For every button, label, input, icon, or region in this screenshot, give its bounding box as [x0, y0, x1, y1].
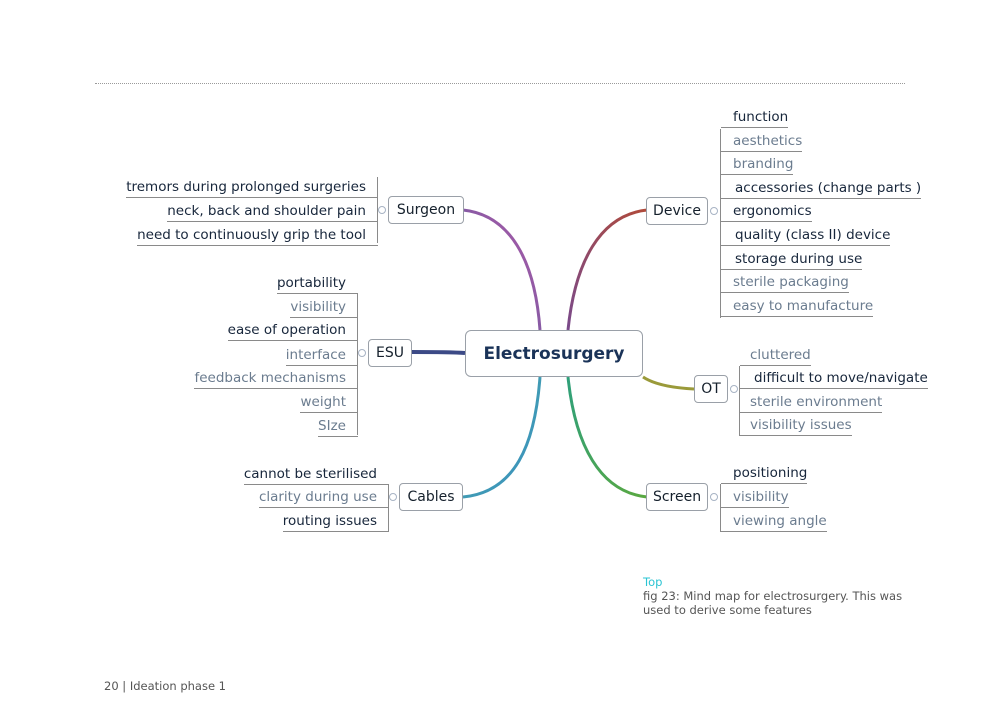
collapse-toggle-icon[interactable] [378, 206, 386, 214]
device-item: function [721, 107, 789, 128]
branch-device[interactable]: Device [646, 197, 708, 225]
ot-connector [642, 375, 695, 391]
device-item: branding [721, 154, 794, 175]
collapse-toggle-icon[interactable] [389, 493, 397, 501]
branch-screen[interactable]: Screen [646, 483, 708, 511]
device-items-bar [720, 129, 721, 318]
branch-cables[interactable]: Cables [399, 483, 463, 511]
device-item: storage during use [721, 249, 863, 270]
collapse-toggle-icon[interactable] [710, 493, 718, 501]
cables-item: clarity during use [258, 487, 389, 508]
surgeon-item: tremors during prolonged surgeries [126, 177, 378, 198]
branch-ot[interactable]: OT [694, 375, 728, 403]
esu-item: SIze [318, 416, 358, 437]
device-item: sterile packaging [721, 272, 849, 293]
device-item: aesthetics [721, 131, 803, 152]
center-node-electrosurgery[interactable]: Electrosurgery [465, 330, 643, 377]
esu-item: weight [300, 392, 358, 413]
ot-item: visibility issues [740, 415, 852, 436]
device-item: ergonomics [721, 201, 812, 222]
collapse-toggle-icon[interactable] [710, 207, 718, 215]
screen-items-bar [720, 484, 721, 532]
esu-item: portability [276, 273, 358, 294]
surgeon-item: need to continuously grip the tool [137, 225, 378, 246]
screen-item: viewing angle [721, 511, 827, 532]
screen-connector [566, 376, 648, 499]
device-item: accessories (change parts ) [721, 178, 922, 199]
branch-esu[interactable]: ESU [368, 339, 412, 367]
esu-item: feedback mechanisms [194, 368, 358, 389]
esu-connector [411, 350, 466, 355]
ot-items-bar [739, 366, 740, 436]
ot-item: cluttered [740, 345, 811, 366]
esu-item: interface [285, 345, 358, 366]
page-footer: 20 | Ideation phase 1 [104, 679, 226, 693]
caption-text: fig 23: Mind map for electrosurgery. Thi… [643, 589, 903, 617]
surgeon-connector [462, 208, 542, 331]
cables-connector [462, 376, 542, 499]
caption-tag: Top [643, 575, 663, 589]
device-item: easy to manufacture [721, 296, 874, 317]
cables-item: cannot be sterilised [243, 464, 389, 485]
top-dotted-rule [95, 83, 905, 84]
collapse-toggle-icon[interactable] [358, 349, 366, 357]
esu-item: ease of operation [227, 320, 358, 341]
ot-item: difficult to move/navigate [740, 368, 928, 389]
device-connector [566, 208, 648, 331]
esu-item: visibility [290, 297, 358, 318]
cables-item: routing issues [282, 511, 389, 532]
surgeon-item: neck, back and shoulder pain [167, 201, 378, 222]
collapse-toggle-icon[interactable] [730, 385, 738, 393]
device-item: quality (class II) device [721, 225, 891, 246]
branch-surgeon[interactable]: Surgeon [388, 196, 464, 224]
screen-item: positioning [721, 463, 808, 484]
figure-caption: Top fig 23: Mind map for electrosurgery.… [643, 575, 913, 617]
screen-item: visibility [721, 487, 789, 508]
esu-items-bar [357, 294, 358, 435]
ot-item: sterile environment [740, 392, 883, 413]
surgeon-items-bar [377, 177, 378, 243]
